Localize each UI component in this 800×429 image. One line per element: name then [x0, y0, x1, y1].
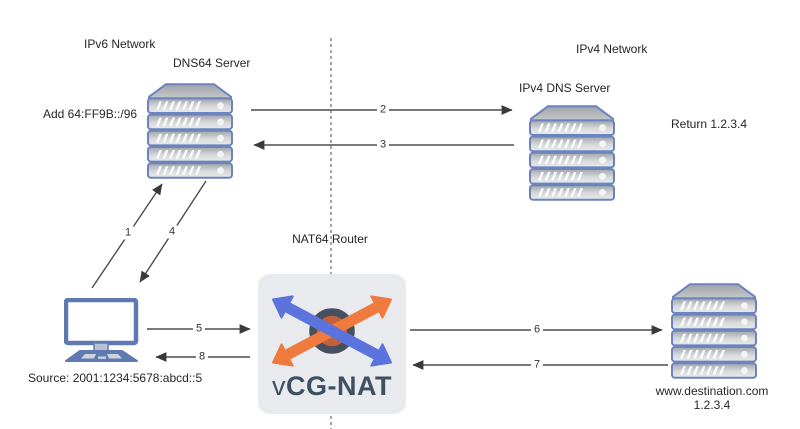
ipv6-network-label: IPv6 Network — [84, 37, 156, 51]
flow-step-7: 7 — [530, 358, 544, 372]
client-source-caption: Source: 2001:1234:5678:abcd::5 — [28, 371, 203, 385]
ipv4-dns-server-label: IPv4 DNS Server — [519, 81, 611, 95]
dns64-server-label: DNS64 Server — [173, 56, 251, 70]
flow-step-6: 6 — [530, 323, 544, 337]
ipv4-dns-note: Return 1.2.3.4 — [671, 117, 748, 131]
dns64-note: Add 64:FF9B::/96 — [43, 107, 138, 121]
destination-hostname: www.destination.com — [655, 384, 769, 398]
client-computer-icon — [64, 298, 142, 364]
destination-caption: www.destination.com 1.2.3.4 — [656, 384, 769, 412]
flow-step-2: 2 — [376, 103, 390, 117]
flow-step-4: 4 — [165, 225, 179, 239]
destination-server-icon — [671, 283, 757, 379]
router-product-label: vCG-NAT — [272, 371, 392, 401]
destination-ip: 1.2.3.4 — [693, 398, 731, 412]
flow-step-1: 1 — [121, 226, 135, 240]
dns64-server-icon — [147, 83, 233, 179]
ipv4-network-label: IPv4 Network — [576, 42, 648, 56]
nat64-router-label: NAT64 Router — [292, 232, 368, 246]
nat64-router-node: vCG-NAT — [258, 274, 406, 414]
ipv4-dns-server-icon — [529, 105, 615, 201]
flow-step-5: 5 — [192, 322, 206, 336]
flow-step-3: 3 — [376, 138, 390, 152]
flow-step-8: 8 — [195, 350, 209, 364]
nat-crossing-arrows-icon — [272, 295, 392, 367]
